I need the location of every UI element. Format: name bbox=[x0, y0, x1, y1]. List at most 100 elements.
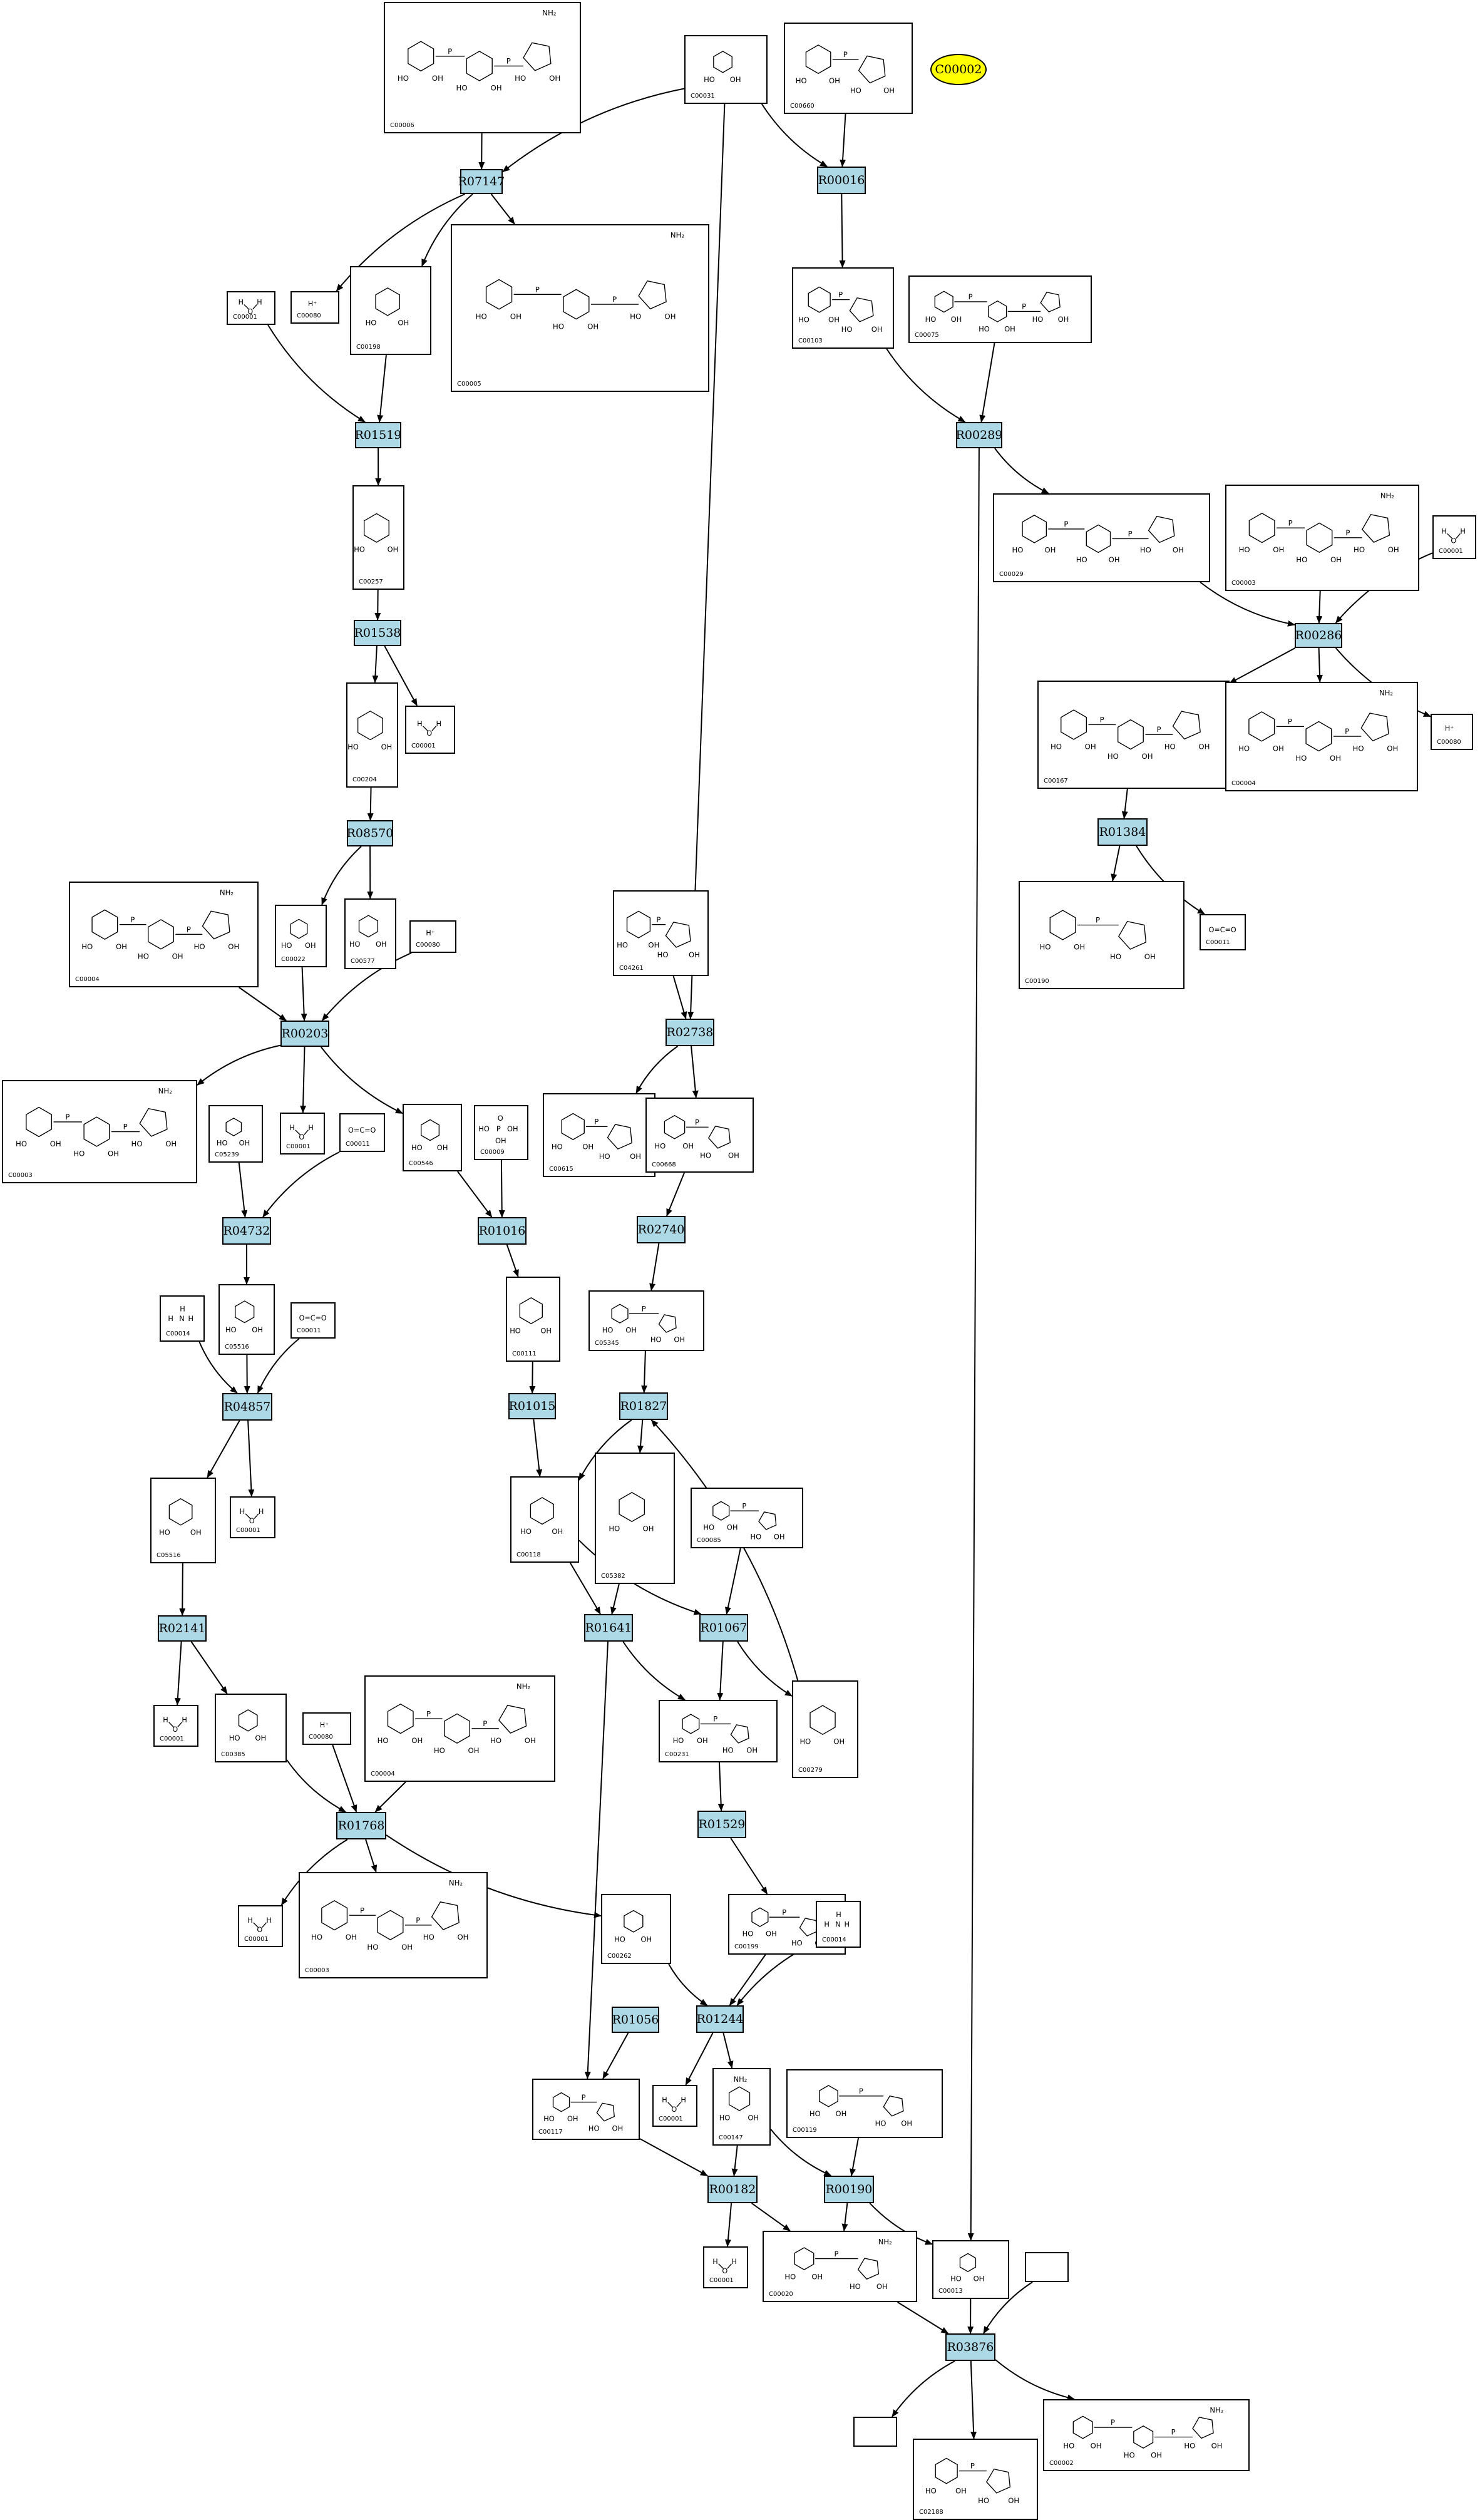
compound-c00080-node[interactable]: H⁺C00080 bbox=[1431, 714, 1473, 750]
compound-blank-node[interactable] bbox=[853, 2417, 897, 2447]
reaction-r01641-node[interactable]: R01641 bbox=[584, 1614, 633, 1642]
compound-c00080-node[interactable]: H⁺C00080 bbox=[409, 920, 456, 953]
reaction-r01768-node[interactable]: R01768 bbox=[336, 1812, 386, 1839]
svg-text:HO: HO bbox=[1124, 2451, 1135, 2460]
compound-id-label: C00031 bbox=[691, 93, 715, 100]
reaction-r01067-node[interactable]: R01067 bbox=[699, 1614, 748, 1642]
reaction-r02738-node[interactable]: R02738 bbox=[665, 1019, 714, 1046]
reaction-r01244-node[interactable]: R01244 bbox=[696, 2005, 744, 2033]
reaction-r02740-node[interactable]: R02740 bbox=[637, 1216, 686, 1243]
compound-c00080-node[interactable]: H⁺C00080 bbox=[302, 1712, 351, 1745]
svg-text:OH: OH bbox=[697, 1736, 708, 1745]
reaction-r01016-node[interactable]: R01016 bbox=[478, 1217, 527, 1245]
compound-id-label: C00004 bbox=[1231, 780, 1256, 787]
reaction-r02141-node[interactable]: R02141 bbox=[158, 1615, 207, 1642]
highlighted-compound-node[interactable]: C00002 bbox=[930, 54, 987, 85]
reaction-r00289-node[interactable]: R00289 bbox=[956, 422, 1002, 448]
reaction-r01056-node[interactable]: R01056 bbox=[612, 2007, 659, 2033]
reaction-r00016-node[interactable]: R00016 bbox=[817, 167, 866, 194]
reaction-r01538-node[interactable]: R01538 bbox=[354, 620, 401, 646]
reaction-r01529-node[interactable]: R01529 bbox=[697, 1811, 746, 1838]
reaction-r01384-node[interactable]: R01384 bbox=[1097, 818, 1148, 846]
edge-n_c00147-to-r00182 bbox=[734, 2146, 737, 2176]
reaction-r03876-node[interactable]: R03876 bbox=[945, 2333, 995, 2361]
reaction-r00286-node[interactable]: R00286 bbox=[1295, 623, 1342, 648]
reaction-r08570-node[interactable]: R08570 bbox=[347, 820, 393, 846]
svg-text:OH: OH bbox=[468, 1746, 480, 1755]
reaction-r00182-node[interactable]: R00182 bbox=[707, 2176, 758, 2203]
edge-r00016-to-n_c00103 bbox=[841, 194, 842, 267]
reaction-r04857-node[interactable]: R04857 bbox=[222, 1393, 272, 1421]
reaction-r01519-node[interactable]: R01519 bbox=[355, 422, 401, 448]
reaction-r00203-node[interactable]: R00203 bbox=[280, 1021, 329, 1047]
reaction-r07147-node[interactable]: R07147 bbox=[460, 169, 503, 194]
reaction-r00190-node[interactable]: R00190 bbox=[824, 2176, 874, 2203]
compound-blank-node[interactable] bbox=[1025, 2252, 1069, 2282]
compound-c00080-node[interactable]: H⁺C00080 bbox=[290, 291, 339, 324]
reaction-r01015-node[interactable]: R01015 bbox=[508, 1393, 556, 1419]
svg-text:HO: HO bbox=[131, 1139, 143, 1148]
reaction-r04732-node[interactable]: R04732 bbox=[222, 1217, 271, 1245]
svg-text:HO: HO bbox=[599, 1152, 610, 1161]
reaction-r01827-node[interactable]: R01827 bbox=[619, 1392, 668, 1420]
